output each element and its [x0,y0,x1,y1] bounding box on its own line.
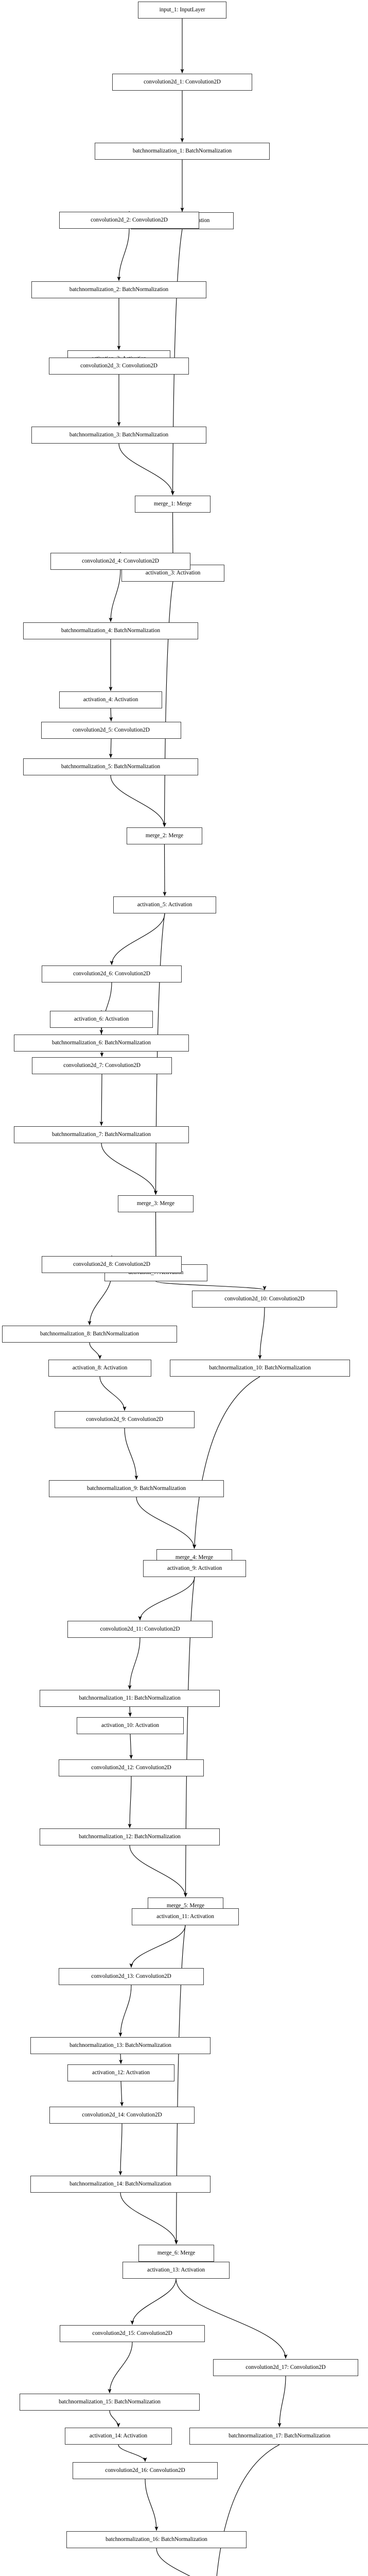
edge-batchnormalization_15-to-activation_14 [109,2410,120,2428]
edge-convolution2d_7-to-batchnormalization_7 [99,1074,103,1126]
graph-node-batchnormalization_12[interactable]: batchnormalization_12: BatchNormalizatio… [40,1828,220,1845]
graph-node-activation_11[interactable]: activation_11: Activation [132,1908,239,1925]
graph-node-batchnormalization_11[interactable]: batchnormalization_11: BatchNormalizatio… [40,1690,220,1707]
graph-node-convolution2d_10[interactable]: convolution2d_10: Convolution2D [192,1291,337,1308]
graph-node-convolution2d_15[interactable]: convolution2d_15: Convolution2D [60,2325,205,2342]
graph-node-batchnormalization_4[interactable]: batchnormalization_4: BatchNormalization [23,622,198,639]
graph-node-activation_14[interactable]: activation_14: Activation [65,2428,172,2445]
graph-node-activation_5[interactable]: activation_5: Activation [113,896,216,913]
edge-activation_9-to-convolution2d_11 [138,1577,195,1621]
graph-node-batchnormalization_6[interactable]: batchnormalization_6: BatchNormalization [14,1035,189,1052]
edge-batchnormalization_14-to-merge_6 [120,2192,178,2245]
edge-convolution2d_10-to-batchnormalization_10 [258,1307,265,1360]
graph-node-convolution2d_3[interactable]: convolution2d_3: Convolution2D [49,358,189,375]
graph-node-activation_5_blk[interactable]: activation_4: Activation [59,691,162,708]
graph-node-batchnormalization_10[interactable]: batchnormalization_10: BatchNormalizatio… [170,1360,350,1377]
graph-node-merge_3[interactable]: merge_3: Merge [118,1195,194,1212]
edge-batchnormalization_9-to-merge_4 [136,1497,196,1549]
graph-node-batchnormalization_5[interactable]: batchnormalization_5: BatchNormalization [23,758,198,775]
graph-node-batchnormalization_16[interactable]: batchnormalization_16: BatchNormalizatio… [66,2531,247,2548]
graph-node-convolution2d_12[interactable]: convolution2d_12: Convolution2D [59,1759,204,1776]
graph-node-activation_8[interactable]: activation_8: Activation [48,1360,151,1377]
edge-batchnormalization_8-to-activation_8 [89,1342,102,1360]
edge-batchnormalization_13-to-activation_12 [119,2054,123,2064]
edge-convolution2d_2-to-batchnormalization_2 [117,228,130,281]
graph-node-convolution2d_4[interactable]: convolution2d_4: Convolution2D [50,553,190,570]
graph-node-convolution2d_1[interactable]: convolution2d_1: Convolution2D [112,74,252,91]
graph-node-merge_1[interactable]: merge_1: Merge [135,496,211,513]
edge-batchnormalization_16-to-merge_7 [156,2548,190,2576]
graph-node-merge_2[interactable]: merge_2: Merge [127,827,202,844]
edge-convolution2d_15-to-batchnormalization_15 [108,2342,133,2394]
edge-activation_13-to-convolution2d_17 [176,2278,288,2359]
edge-convolution2d_13-to-batchnormalization_13 [118,1985,132,2037]
edge-batchnormalization_10-to-merge_4 [192,1376,260,1549]
edge-activation_5-to-convolution2d_6 [110,913,165,965]
graph-node-convolution2d_14[interactable]: convolution2d_14: Convolution2D [49,2107,195,2124]
graph-node-batchnormalization_2[interactable]: batchnormalization_2: BatchNormalization [31,281,206,298]
graph-node-convolution2d_11[interactable]: convolution2d_11: Convolution2D [67,1621,213,1638]
edge-activation_13-to-convolution2d_15 [130,2278,177,2325]
edge-convolution2d_17-to-batchnormalization_17 [277,2376,286,2428]
graph-node-convolution2d_8[interactable]: convolution2d_8: Convolution2D [42,1256,182,1273]
graph-node-batchnormalization_17[interactable]: batchnormalization_17: BatchNormalizatio… [189,2428,368,2445]
edge-convolution2d_16-to-batchnormalization_16 [145,2479,159,2531]
edge-activation_7-to-convolution2d_10 [155,1281,267,1291]
graph-node-batchnormalization_8[interactable]: batchnormalization_8: BatchNormalization [2,1326,177,1343]
edge-activation_10-to-convolution2d_12 [129,1734,133,1759]
edge-batchnormalization_12-to-merge_5 [129,1845,187,1897]
graph-node-convolution2d_13[interactable]: convolution2d_13: Convolution2D [59,1968,204,1985]
edge-batchnormalization_17-to-merge_7 [216,2444,280,2576]
graph-node-activation_9[interactable]: activation_9: Activation [143,1560,246,1577]
edge-convolution2d_9-to-batchnormalization_9 [124,1428,138,1480]
graph-node-batchnormalization_14[interactable]: batchnormalization_14: BatchNormalizatio… [30,2176,211,2193]
graph-node-convolution2d_16[interactable]: convolution2d_16: Convolution2D [73,2462,218,2479]
graph-node-batchnormalization_1[interactable]: batchnormalization_1: BatchNormalization [95,143,270,160]
graph-node-convolution2d_7[interactable]: convolution2d_7: Convolution2D [32,1057,172,1074]
edge-batchnormalization_5-to-merge_2 [110,775,166,827]
edge-convolution2d_4-to-batchnormalization_4 [109,569,121,622]
edge-convolution2d_14-to-batchnormalization_14 [118,2123,122,2176]
graph-node-merge_6[interactable]: merge_6: Merge [138,2245,214,2262]
edge-activation_14-to-convolution2d_16 [118,2444,147,2462]
graph-node-batchnormalization_7[interactable]: batchnormalization_7: BatchNormalization [14,1126,189,1143]
graph-node-batchnormalization_9[interactable]: batchnormalization_9: BatchNormalization [49,1480,224,1497]
graph-node-convolution2d_5[interactable]: convolution2d_5: Convolution2D [41,722,181,739]
edge-activation_12-to-convolution2d_14 [120,2081,124,2107]
graph-node-batchnormalization_3[interactable]: batchnormalization_3: BatchNormalization [31,427,206,444]
edge-activation_8-to-convolution2d_9 [99,1376,127,1411]
edge-batchnormalization_3-to-merge_1 [118,443,174,496]
edge-activation_5-to-merge_3 [154,913,165,1195]
graph-node-batchnormalization_13[interactable]: batchnormalization_13: BatchNormalizatio… [30,2037,211,2054]
graph-node-activation_10[interactable]: activation_10: Activation [77,1717,184,1734]
graph-node-convolution2d_9[interactable]: convolution2d_9: Convolution2D [55,1411,195,1428]
edge-convolution2d_12-to-batchnormalization_12 [128,1776,132,1828]
graph-node-batchnormalization_15[interactable]: batchnormalization_15: BatchNormalizatio… [20,2394,200,2411]
edge-convolution2d_11-to-batchnormalization_11 [128,1637,141,1690]
edge-activation_3-to-merge_2 [163,581,173,827]
graph-node-activation_6[interactable]: activation_6: Activation [50,1011,153,1028]
edge-activation_11-to-convolution2d_13 [129,1925,186,1968]
edge-batchnormalization_7-to-merge_3 [101,1143,157,1195]
graph-node-convolution2d_2[interactable]: convolution2d_2: Convolution2D [59,212,199,229]
graph-node-convolution2d_17[interactable]: convolution2d_17: Convolution2D [213,2359,358,2376]
graph-node-activation_13[interactable]: activation_13: Activation [122,2262,230,2279]
graph-node-activation_12[interactable]: activation_12: Activation [67,2064,174,2081]
graph-node-input_1[interactable]: input_1: InputLayer [138,2,226,19]
graph-node-convolution2d_6[interactable]: convolution2d_6: Convolution2D [42,965,182,982]
